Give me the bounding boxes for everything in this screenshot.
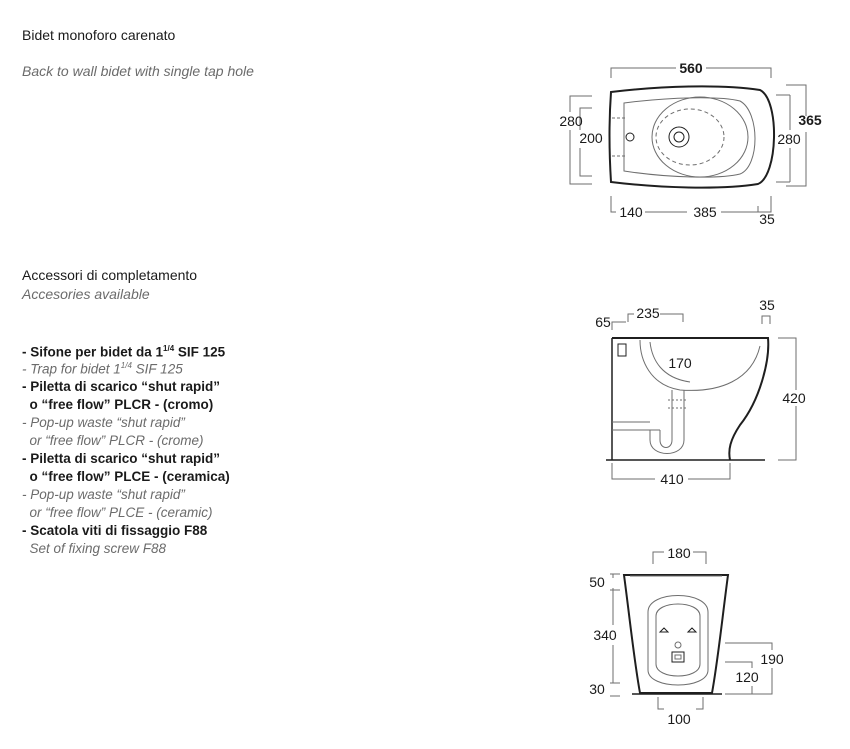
accessory-4-en: Set of fixing screw F88 xyxy=(22,541,167,556)
dim-35-top: 35 xyxy=(759,211,775,227)
dim-100: 100 xyxy=(667,711,691,727)
dim-35-side: 35 xyxy=(759,297,775,313)
dim-365: 365 xyxy=(798,112,822,128)
accessories-subheading: Accesories available xyxy=(22,286,150,302)
dim-280-right: 280 xyxy=(777,131,801,147)
accessory-1-en: - Trap for bidet 11/4 SIF 125 xyxy=(22,361,183,377)
dim-420: 420 xyxy=(782,390,806,406)
dim-50: 50 xyxy=(589,574,605,590)
dim-340: 340 xyxy=(593,627,617,643)
accessory-3-it-line1: - Piletta di scarico “shut rapid” xyxy=(22,451,221,466)
accessory-3-it-line2: o “free flow” PLCE - (ceramica) xyxy=(22,469,230,484)
product-title: Bidet monoforo carenato xyxy=(22,27,176,43)
accessory-3-en-line1: - Pop-up waste “shut rapid” xyxy=(22,487,185,502)
accessory-2-it-line1: - Piletta di scarico “shut rapid” xyxy=(22,379,221,394)
dim-140: 140 xyxy=(619,204,643,220)
dim-180: 180 xyxy=(667,545,691,561)
side-view-drawing xyxy=(606,313,797,480)
dim-235: 235 xyxy=(636,305,660,321)
dim-385: 385 xyxy=(693,204,717,220)
accessory-1-it: - Sifone per bidet da 11/4 SIF 125 xyxy=(22,344,226,360)
dim-560: 560 xyxy=(679,60,703,76)
top-view-drawing xyxy=(569,67,807,213)
accessory-2-it-line2: o “free flow” PLCR - (cromo) xyxy=(22,397,214,412)
dim-30: 30 xyxy=(589,681,605,697)
accessory-3-en-line2: or “free flow” PLCE - (ceramic) xyxy=(22,505,213,520)
accessory-2-en-line2: or “free flow” PLCR - (crome) xyxy=(22,433,204,448)
dim-200: 200 xyxy=(579,130,603,146)
product-subtitle: Back to wall bidet with single tap hole xyxy=(22,63,254,79)
dim-170: 170 xyxy=(668,355,692,371)
accessories-heading: Accessori di completamento xyxy=(22,267,198,283)
dim-190: 190 xyxy=(760,651,784,667)
dim-410: 410 xyxy=(660,471,684,487)
rear-view-drawing xyxy=(610,551,773,710)
accessory-4-it: - Scatola viti di fissaggio F88 xyxy=(22,523,208,538)
accessory-2-en-line1: - Pop-up waste “shut rapid” xyxy=(22,415,185,430)
dim-65: 65 xyxy=(595,314,611,330)
dim-280-left: 280 xyxy=(559,113,583,129)
dim-120: 120 xyxy=(735,669,759,685)
